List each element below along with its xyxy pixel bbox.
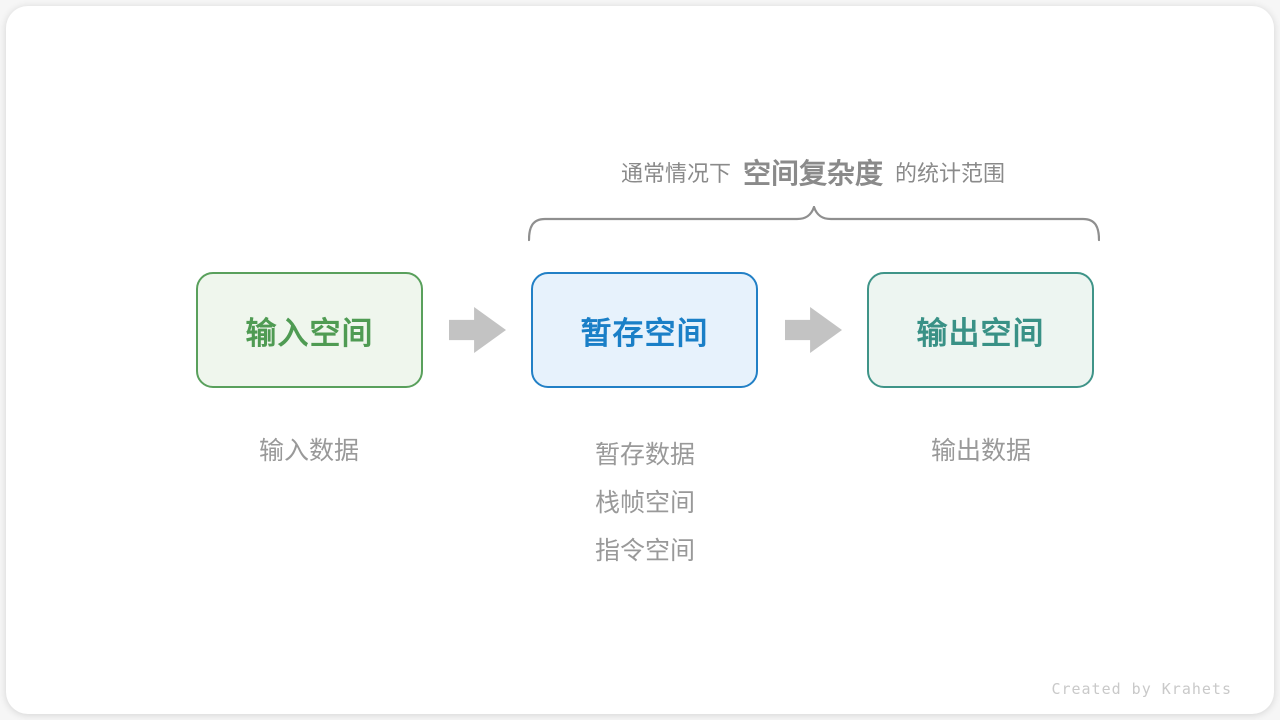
temp-space-label: 暂存空间 [580,315,709,351]
input-data-note: 输入数据 [258,437,360,465]
output-space-label: 输出空间 [916,315,1045,351]
arrow-right-icon [785,307,842,353]
output-space-box: 输出空间 [867,272,1094,388]
output-data-note: 输出数据 [930,437,1032,465]
title-prefix: 通常情况下 [620,161,731,186]
scope-brace [527,203,1101,242]
curly-brace-icon [527,203,1101,242]
diagram-title: 通常情况下空间复杂度的统计范围 [413,152,1213,192]
temp-data-note: 暂存数据 [594,441,696,469]
instruction-space-note: 指令空间 [594,537,696,565]
temp-data-notes: 暂存数据 栈帧空间 指令空间 [595,431,695,575]
input-space-label: 输入空间 [245,315,374,351]
title-suffix: 的统计范围 [895,161,1006,186]
temp-space-box: 暂存空间 [531,272,758,388]
stack-frame-note: 栈帧空间 [594,489,696,517]
credit-text: Created by Krahets [1051,680,1232,698]
diagram-card: 通常情况下空间复杂度的统计范围 输入空间 暂存空间 输出空间 输入数据 暂存数据… [6,6,1274,714]
arrow-right-icon [449,307,506,353]
title-highlight: 空间复杂度 [742,158,883,189]
input-space-box: 输入空间 [196,272,423,388]
